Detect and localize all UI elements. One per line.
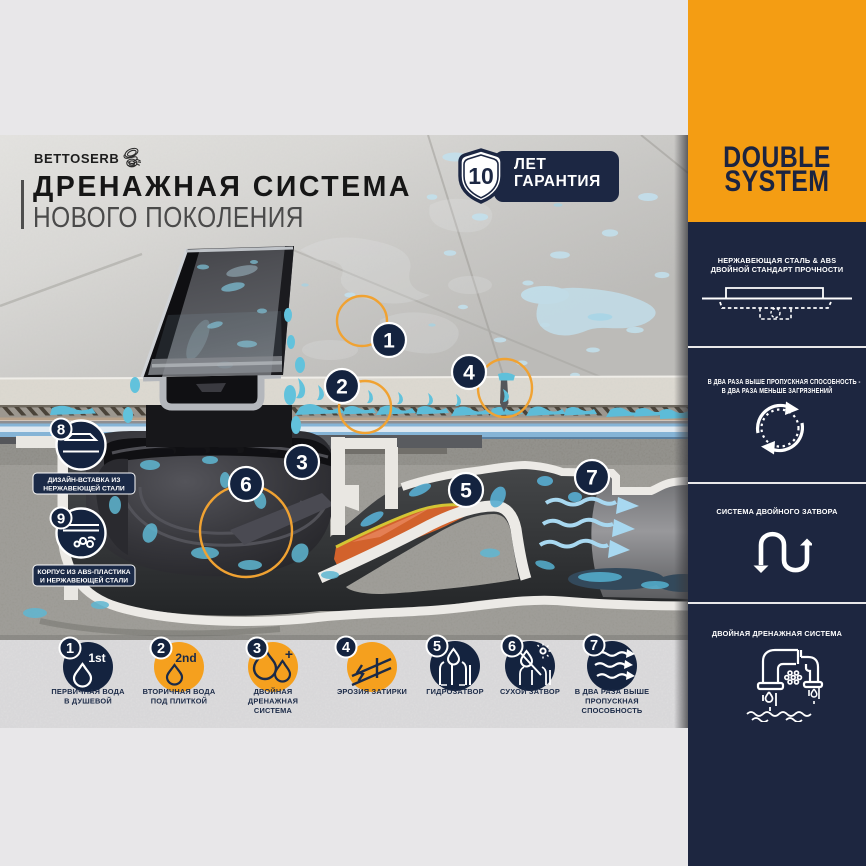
svg-text:КОРПУС ИЗ ABS-ПЛАСТИКА: КОРПУС ИЗ ABS-ПЛАСТИКА <box>37 569 130 576</box>
svg-text:ГИДРОЗАТВОР: ГИДРОЗАТВОР <box>426 687 484 696</box>
svg-text:ДВОЙНАЯ: ДВОЙНАЯ <box>254 687 293 696</box>
svg-text:7: 7 <box>590 638 598 654</box>
svg-text:1st: 1st <box>88 651 105 665</box>
svg-text:+: + <box>285 646 293 662</box>
svg-text:2nd: 2nd <box>175 651 196 665</box>
svg-text:6: 6 <box>240 474 252 497</box>
svg-text:4: 4 <box>342 640 350 656</box>
svg-text:СИСТЕМА: СИСТЕМА <box>254 706 293 715</box>
svg-text:6: 6 <box>508 639 516 655</box>
svg-text:5: 5 <box>460 480 472 503</box>
svg-text:9: 9 <box>57 511 65 528</box>
svg-text:ПОД ПЛИТКОЙ: ПОД ПЛИТКОЙ <box>151 697 207 706</box>
svg-text:5: 5 <box>433 639 441 655</box>
svg-text:1: 1 <box>383 330 395 353</box>
svg-text:И НЕРЖАВЕЮЩЕЙ СТАЛИ: И НЕРЖАВЕЮЩЕЙ СТАЛИ <box>40 576 128 585</box>
svg-text:1: 1 <box>66 641 74 657</box>
svg-text:10: 10 <box>468 163 494 189</box>
svg-text:2: 2 <box>157 641 165 657</box>
svg-text:СПОСОБНОСТЬ: СПОСОБНОСТЬ <box>582 706 643 715</box>
svg-text:НЕРЖАВЕЮЩЕЙ СТАЛИ: НЕРЖАВЕЮЩЕЙ СТАЛИ <box>43 484 125 493</box>
svg-text:ДИЗАЙН-ВСТАВКА ИЗ: ДИЗАЙН-ВСТАВКА ИЗ <box>48 475 121 484</box>
svg-text:7: 7 <box>586 467 598 490</box>
svg-text:2: 2 <box>336 376 348 399</box>
svg-text:ПРОПУСКНАЯ: ПРОПУСКНАЯ <box>585 697 639 706</box>
svg-text:ЭРОЗИЯ ЗАТИРКИ: ЭРОЗИЯ ЗАТИРКИ <box>337 687 407 696</box>
svg-text:4: 4 <box>463 362 475 385</box>
svg-text:3: 3 <box>253 641 261 657</box>
svg-text:ПЕРВИЧНАЯ ВОДА: ПЕРВИЧНАЯ ВОДА <box>51 687 125 696</box>
svg-text:3: 3 <box>296 452 308 475</box>
svg-text:8: 8 <box>57 422 65 439</box>
svg-text:ВТОРИЧНАЯ ВОДА: ВТОРИЧНАЯ ВОДА <box>143 687 216 696</box>
svg-text:В ДВА РАЗА ВЫШЕ: В ДВА РАЗА ВЫШЕ <box>575 687 650 696</box>
svg-text:В ДУШЕВОЙ: В ДУШЕВОЙ <box>64 697 112 706</box>
svg-text:СУХОЙ ЗАТВОР: СУХОЙ ЗАТВОР <box>500 687 560 696</box>
svg-text:ДРЕНАЖНАЯ: ДРЕНАЖНАЯ <box>248 697 298 706</box>
